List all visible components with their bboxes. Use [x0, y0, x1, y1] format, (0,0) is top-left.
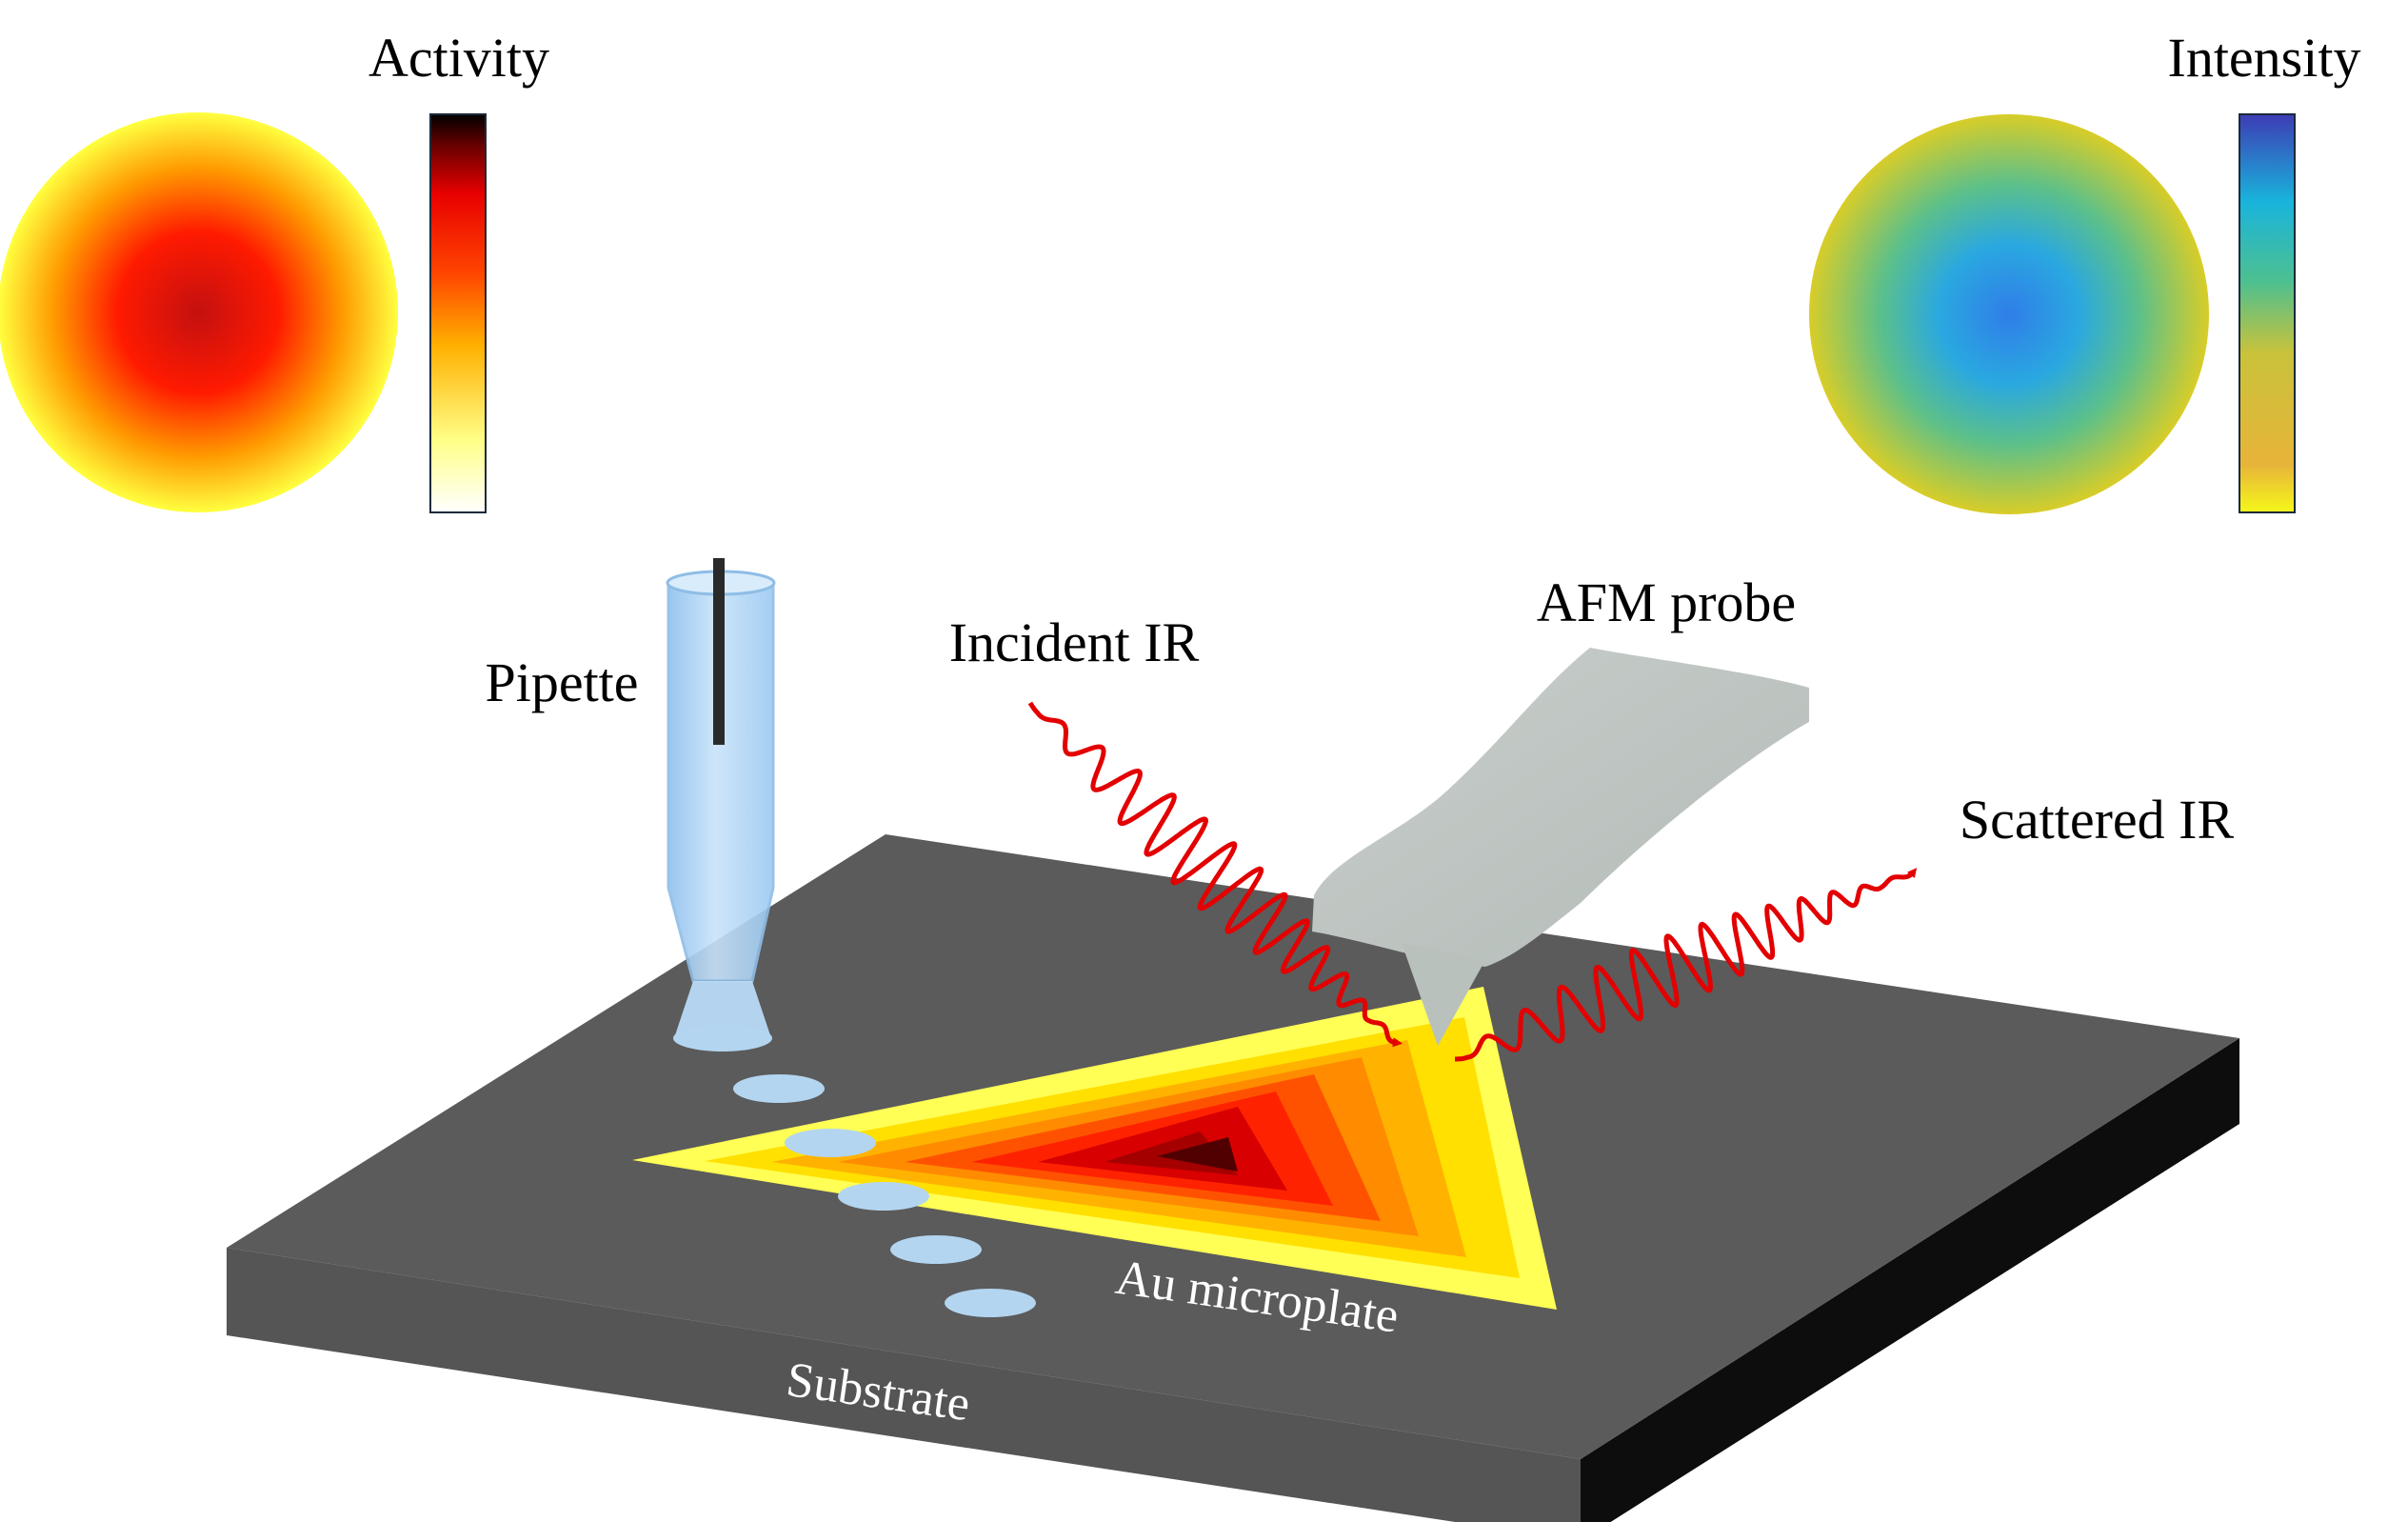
intensity-title: Intensity	[2168, 27, 2361, 89]
droplet	[838, 1182, 929, 1211]
pipette: Pipette	[485, 558, 776, 1051]
incident-ir-label: Incident IR	[949, 611, 1200, 673]
afm-cantilever	[1312, 648, 1809, 967]
droplet	[733, 1074, 825, 1103]
intensity-colorbar	[2239, 113, 2296, 513]
pipette-tip	[674, 981, 771, 1038]
pipette-drop	[673, 1025, 772, 1051]
afm-probe: AFM probe	[1312, 571, 1809, 1046]
activity-legend: Activity	[0, 27, 549, 513]
droplet	[945, 1289, 1036, 1317]
droplet	[785, 1129, 876, 1157]
droplet	[890, 1235, 982, 1264]
activity-disk	[0, 112, 398, 512]
au-microplate: Au microplate	[632, 987, 1557, 1344]
scattered-ir-wave	[1455, 868, 1918, 1062]
microplate-core	[1157, 1137, 1238, 1172]
substrate-front-face	[227, 1248, 1581, 1522]
activity-colorbar	[429, 113, 487, 513]
scattered-ir-label: Scattered IR	[1960, 789, 2235, 851]
afm-probe-label: AFM probe	[1537, 571, 1796, 633]
pipette-label: Pipette	[485, 651, 638, 713]
pipette-electrode	[713, 558, 725, 745]
intensity-legend: Intensity	[1809, 27, 2360, 514]
incident-ir-wave	[1027, 701, 1403, 1048]
afm-tip	[1402, 943, 1485, 1046]
substrate-side-face	[1581, 1038, 2239, 1522]
incident-ir: Incident IR	[949, 611, 1403, 1048]
droplets	[733, 1074, 1036, 1317]
intensity-disk	[1809, 114, 2209, 514]
activity-title: Activity	[368, 27, 549, 89]
scattered-ir: Scattered IR	[1455, 789, 2235, 1062]
